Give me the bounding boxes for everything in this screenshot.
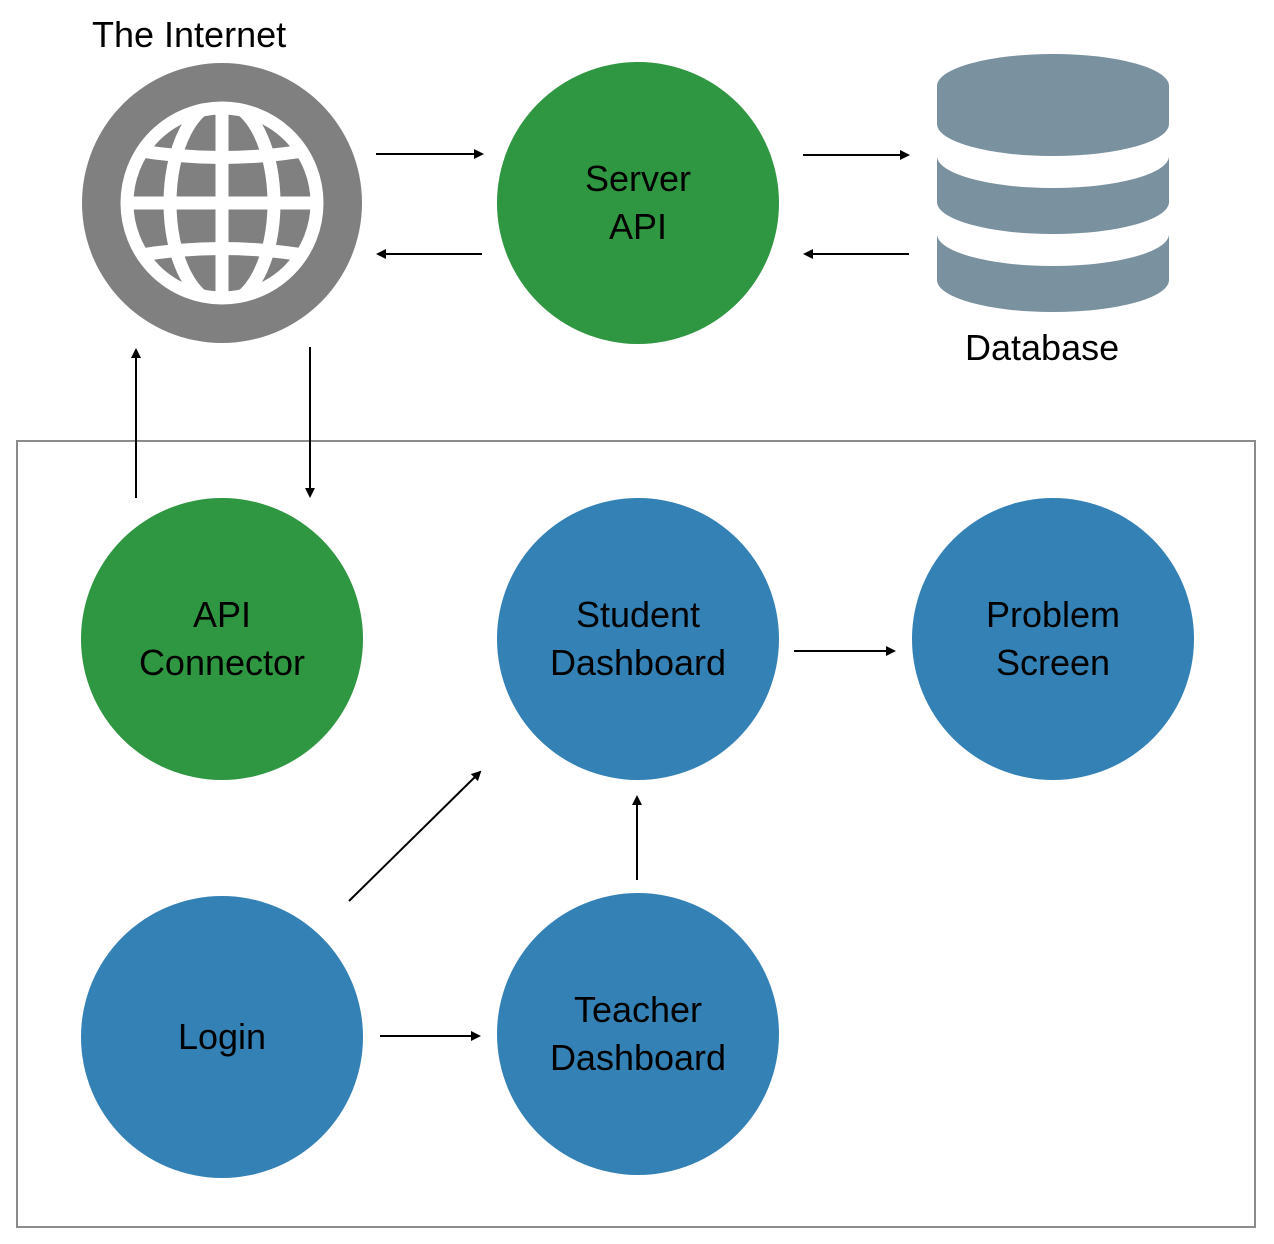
api-connector-line1: API bbox=[192, 594, 252, 635]
database-label: Database bbox=[965, 327, 1120, 368]
api-connector-node: API Connector bbox=[81, 498, 363, 780]
globe-icon bbox=[82, 63, 362, 343]
problem-screen-node: Problem Screen bbox=[912, 498, 1194, 780]
login-node: Login bbox=[81, 896, 363, 1178]
teacher-dashboard-line2: Dashboard bbox=[549, 1037, 727, 1078]
teacher-dashboard-line1: Teacher bbox=[573, 989, 703, 1030]
server-api-node: Server API bbox=[497, 62, 779, 344]
api-connector-line2: Connector bbox=[138, 642, 306, 683]
arrow-login-to-student bbox=[348, 770, 482, 902]
student-dashboard-node: Student Dashboard bbox=[497, 498, 779, 780]
client-app-boundary bbox=[16, 440, 1256, 1228]
student-dashboard-line2: Dashboard bbox=[549, 642, 727, 683]
server-api-line1: Server bbox=[584, 158, 692, 199]
problem-screen-line2: Screen bbox=[995, 642, 1111, 683]
server-api-line2: API bbox=[608, 206, 668, 247]
internet-label: The Internet bbox=[92, 14, 287, 55]
teacher-dashboard-node: Teacher Dashboard bbox=[497, 893, 779, 1175]
student-dashboard-line1: Student bbox=[575, 594, 701, 635]
database-icon bbox=[937, 54, 1169, 312]
login-line1: Login bbox=[177, 1016, 267, 1057]
problem-screen-line1: Problem bbox=[985, 594, 1121, 635]
